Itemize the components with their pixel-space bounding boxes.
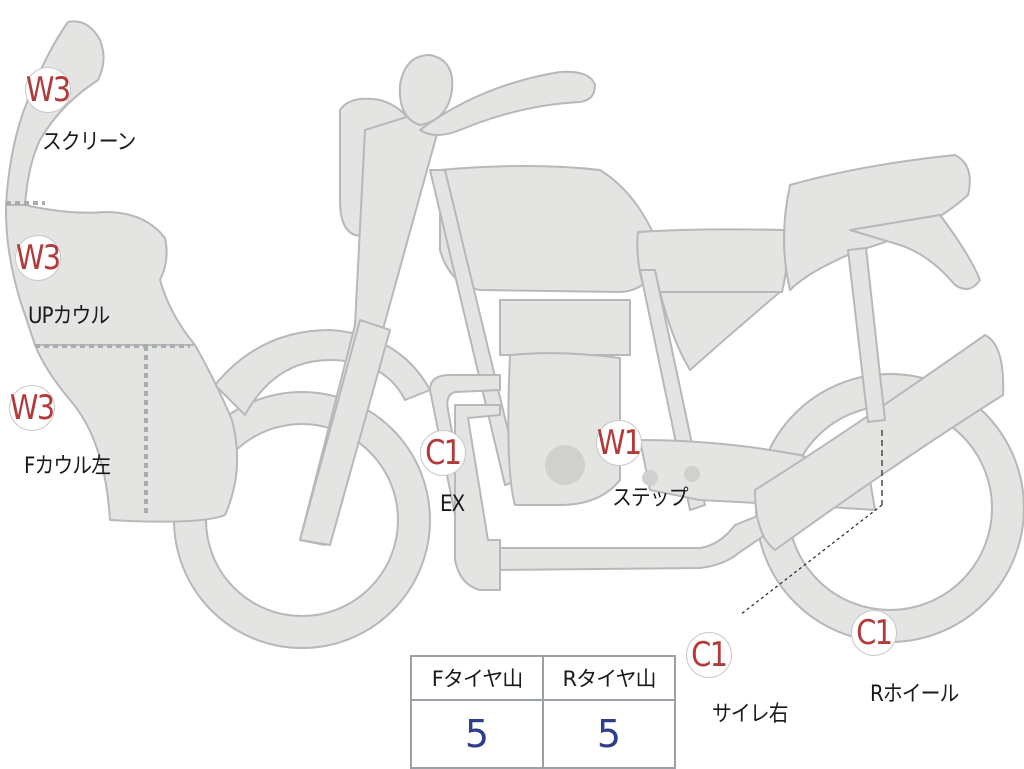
f-cowl-left-grade: W3 <box>10 388 55 428</box>
rear-tire-header: Rタイヤ山 <box>542 655 676 701</box>
rear-wheel-grade-badge: C1 <box>851 610 897 656</box>
step-grade: W1 <box>597 423 642 463</box>
f-cowl-left-label: Fカウル左 <box>24 454 111 479</box>
engine-head <box>499 299 631 356</box>
windscreen <box>5 20 105 206</box>
side-cover <box>659 291 781 371</box>
up-cowl-grade: W3 <box>16 238 61 278</box>
step-peg <box>642 470 658 486</box>
step-label: ステップ <box>612 486 689 511</box>
silencer-right-grade: C1 <box>691 635 728 675</box>
tire-tread-table: Fタイヤ山 Rタイヤ山 5 5 <box>410 655 676 769</box>
step-grade-badge: W1 <box>596 420 642 466</box>
screen-grade-badge: W3 <box>25 67 71 113</box>
part-boundaries <box>6 201 190 515</box>
engine-cover <box>545 445 585 485</box>
silencer-right-label: サイレ右 <box>712 702 789 727</box>
f-cowl-left-grade-badge: W3 <box>9 385 55 431</box>
fork-stem <box>299 319 391 546</box>
mirror <box>398 54 454 126</box>
exhaust-pipe <box>429 374 766 571</box>
up-cowl-label: UPカウル <box>28 304 110 329</box>
exhaust-grade: C1 <box>425 433 462 473</box>
exhaust-label: EX <box>440 492 465 517</box>
screen-label: スクリーン <box>42 130 136 155</box>
step-peg-rear <box>684 466 700 482</box>
front-tire-header: Fタイヤ山 <box>410 655 544 701</box>
silencer-right-grade-badge: C1 <box>686 632 732 678</box>
front-cowl-left <box>34 344 239 523</box>
seat-front <box>636 228 788 293</box>
leader-lines <box>739 430 883 616</box>
tire-table-header-row: Fタイヤ山 Rタイヤ山 <box>410 655 676 701</box>
rear-shock <box>847 247 886 423</box>
front-tire-value: 5 <box>410 699 544 769</box>
rear-wheel-label: Rホイール <box>870 682 959 707</box>
rear-wheel-grade: C1 <box>856 613 893 653</box>
fuel-tank <box>439 165 661 293</box>
up-cowl-grade-badge: W3 <box>15 235 61 281</box>
rear-tire-value: 5 <box>542 699 676 769</box>
handlebar <box>419 70 596 136</box>
screen-grade: W3 <box>26 70 71 110</box>
tail-frame <box>849 214 981 290</box>
engine-block <box>507 352 621 506</box>
exhaust-pipe-lower <box>454 404 501 591</box>
tire-table-value-row: 5 5 <box>410 699 676 769</box>
exhaust-grade-badge: C1 <box>420 430 466 476</box>
